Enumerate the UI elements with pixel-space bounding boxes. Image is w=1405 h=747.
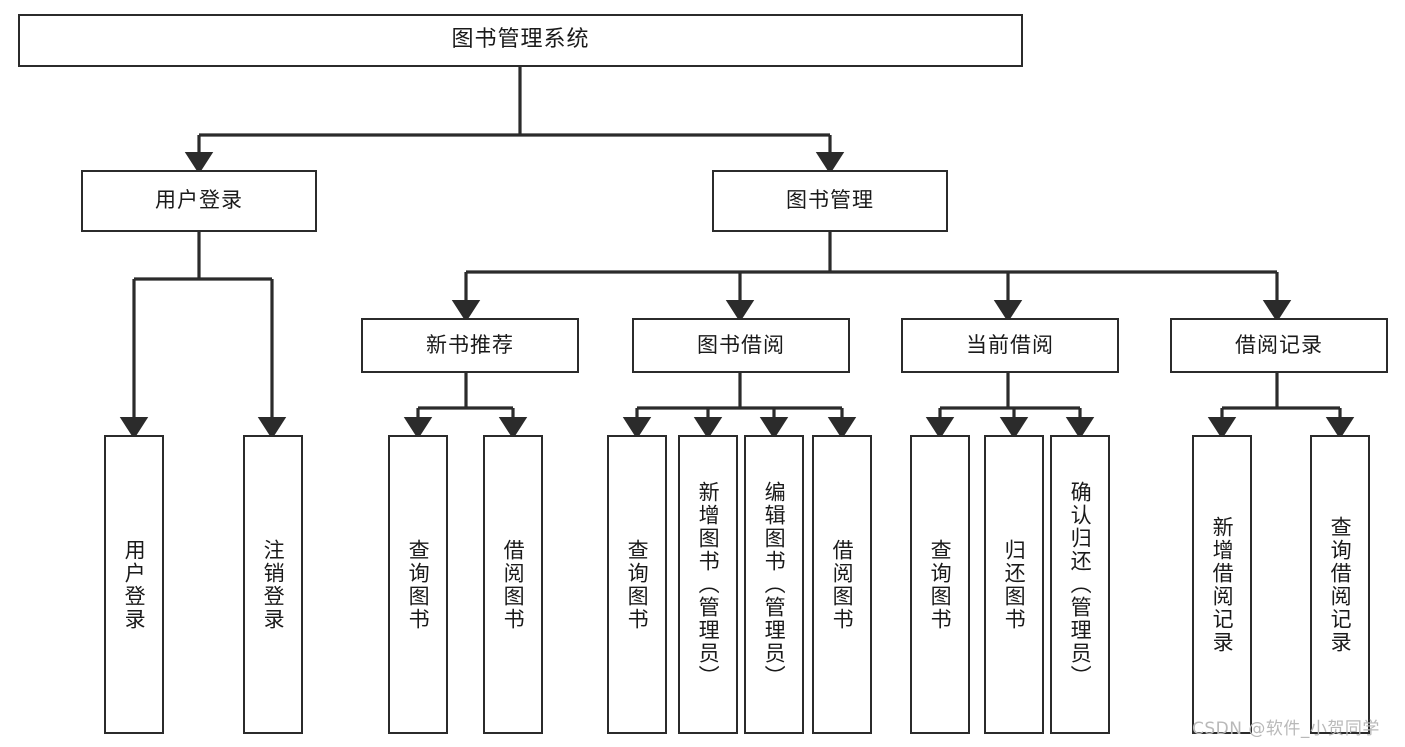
watermark-credit: CSDN @软件_小贺同学 (1192, 719, 1380, 739)
leaf-query-book-recommend[interactable]: 查询图书 (388, 435, 448, 734)
leaf-user-login[interactable]: 用户登录 (104, 435, 164, 734)
node-borrow-record[interactable]: 借阅记录 (1170, 318, 1388, 373)
leaf-confirm-return-admin[interactable]: 确认归还（管理员） (1050, 435, 1110, 734)
leaf-query-book-borrow[interactable]: 查询图书 (607, 435, 667, 734)
node-new-book-recommend[interactable]: 新书推荐 (361, 318, 579, 373)
leaf-query-book-current[interactable]: 查询图书 (910, 435, 970, 734)
leaf-return-book[interactable]: 归还图书 (984, 435, 1044, 734)
node-book-borrow[interactable]: 图书借阅 (632, 318, 850, 373)
leaf-add-book-admin[interactable]: 新增图书（管理员） (678, 435, 738, 734)
leaf-edit-book-admin[interactable]: 编辑图书（管理员） (744, 435, 804, 734)
node-user-login[interactable]: 用户登录 (81, 170, 317, 232)
leaf-query-borrow-record[interactable]: 查询借阅记录 (1310, 435, 1370, 734)
leaf-borrow-book[interactable]: 借阅图书 (812, 435, 872, 734)
node-book-management[interactable]: 图书管理 (712, 170, 948, 232)
leaf-logout[interactable]: 注销登录 (243, 435, 303, 734)
node-current-borrow[interactable]: 当前借阅 (901, 318, 1119, 373)
node-root-system[interactable]: 图书管理系统 (18, 14, 1023, 67)
leaf-add-borrow-record[interactable]: 新增借阅记录 (1192, 435, 1252, 734)
leaf-borrow-book-recommend[interactable]: 借阅图书 (483, 435, 543, 734)
